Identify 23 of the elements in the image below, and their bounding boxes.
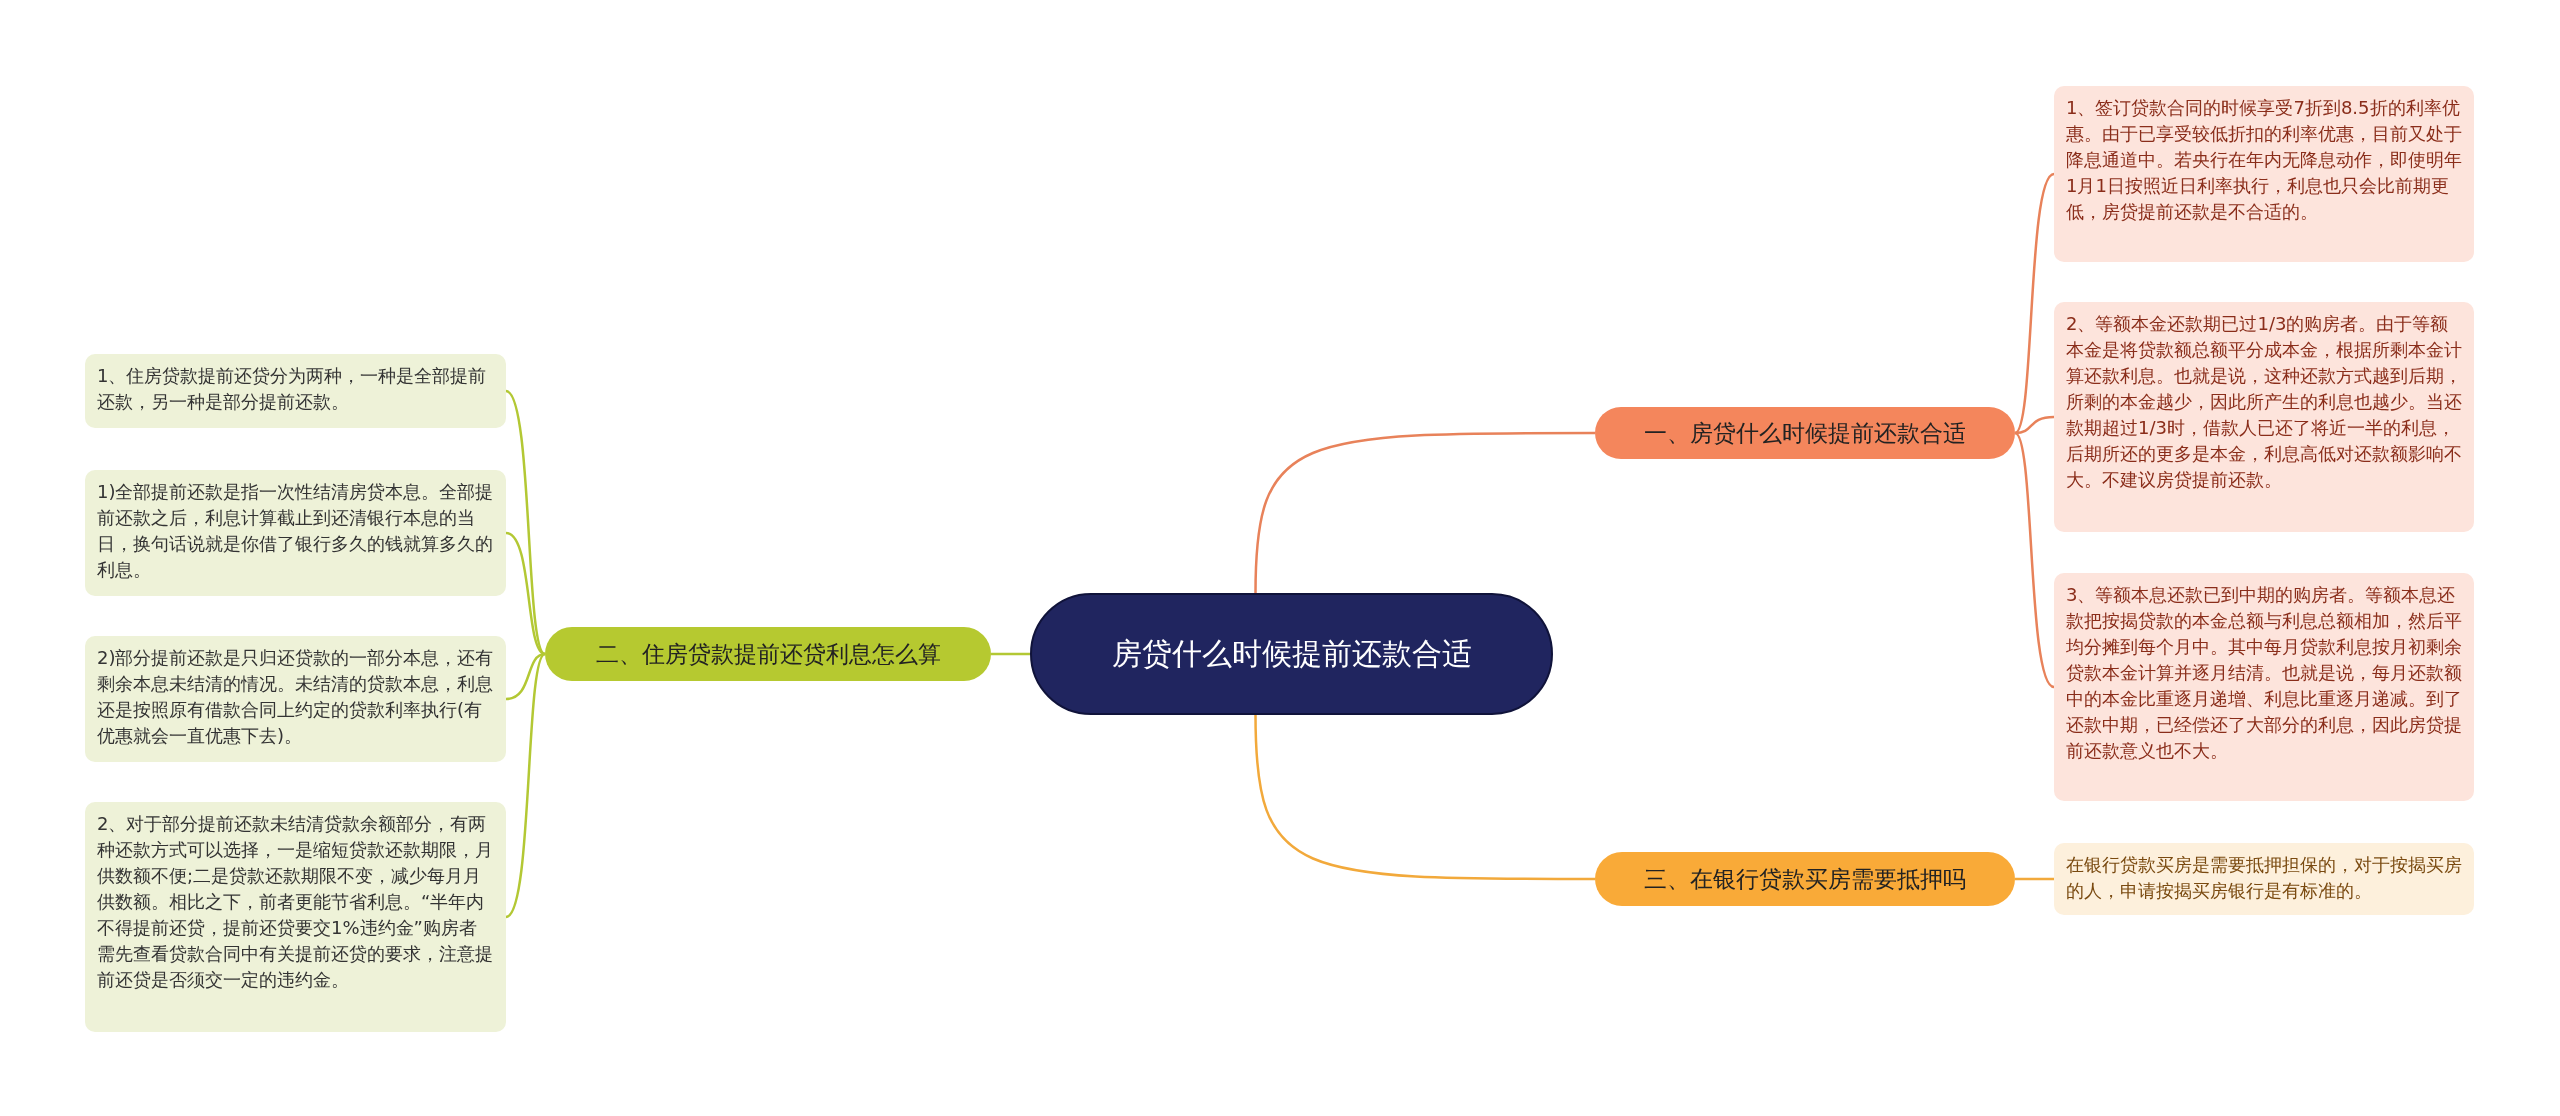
- connector-line: [1254, 431, 1595, 594]
- branch-topic: 一、房贷什么时候提前还款合适: [1595, 407, 2015, 459]
- note-card: 1、住房贷款提前还贷分为两种，一种是全部提前还款，另一种是部分提前还款。: [85, 354, 506, 428]
- note-card: 在银行贷款买房是需要抵押担保的，对于按揭买房的人，申请按揭买房银行是有标准的。: [2054, 843, 2474, 915]
- note-card: 2)部分提前还款是只归还贷款的一部分本息，还有剩余本息未结清的情况。未结清的贷款本息，利息还是按照原有借款合同上约定的贷款利率执行(有优惠就会一直优惠下去)。: [85, 636, 506, 762]
- connector-line: [505, 653, 546, 918]
- connector-line: [991, 652, 1030, 656]
- note-card: 3、等额本息还款已到中期的购房者。等额本息还款把按揭贷款的本金总额与利息总额相加，然后平均分摊到每个月中。其中每月贷款利息按月初剩余贷款本金计算并逐月结清。也就是说，每月还款额中的本金比重逐月递增、利息比重逐月递减。到了还款中期，已经偿还了大部分的利息，因此房贷提前还款意义也不大。: [2054, 573, 2474, 801]
- connector-line: [2014, 432, 2055, 688]
- note-card: 1)全部提前还款是指一次性结清房贷本息。全部提前还款之后，利息计算截止到还清银行本息的当日，换句话说就是你借了银行多久的钱就算多久的利息。: [85, 470, 506, 596]
- connector-line: [505, 531, 546, 656]
- connector-line: [1254, 714, 1595, 881]
- connector-line: [2014, 173, 2055, 434]
- central-topic: 房贷什么时候提前还款合适: [1030, 593, 1553, 715]
- connector-line: [2014, 415, 2055, 435]
- note-card: 1、签订贷款合同的时候享受7折到8.5折的利率优惠。由于已享受较低折扣的利率优惠，目前又处于降息通道中。若央行在年内无降息动作，即使明年1月1日按照近日利率执行，利息也只会比前期更低，房贷提前还款是不合适的。: [2054, 86, 2474, 262]
- branch-topic: 三、在银行贷款买房需要抵押吗: [1595, 852, 2015, 906]
- note-card: 2、对于部分提前还款未结清贷款余额部分，有两种还款方式可以选择，一是缩短贷款还款期限，月供数额不便;二是贷款还款期限不变，减少每月月供数额。相比之下，前者更能节省利息。“半年内不得提前还贷，提前还贷要交1%违约金”购房者需先查看贷款合同中有关提前还贷的要求，注意提前还贷是否须交一定的违约金。: [85, 802, 506, 1032]
- connector-line: [2015, 877, 2054, 881]
- connector-line: [505, 652, 546, 701]
- branch-topic: 二、住房贷款提前还贷利息怎么算: [545, 627, 991, 681]
- connector-line: [505, 390, 546, 655]
- note-card: 2、等额本金还款期已过1/3的购房者。由于等额本金是将贷款额总额平分成本金，根据所剩本金计算还款利息。也就是说，这种还款方式越到后期，所剩的本金越少，因此所产生的利息也越少。当还款期超过1/3时，借款人已还了将近一半的利息，后期所还的更多是本金，利息高低对还款额影响不大。不建议房贷提前还款。: [2054, 302, 2474, 532]
